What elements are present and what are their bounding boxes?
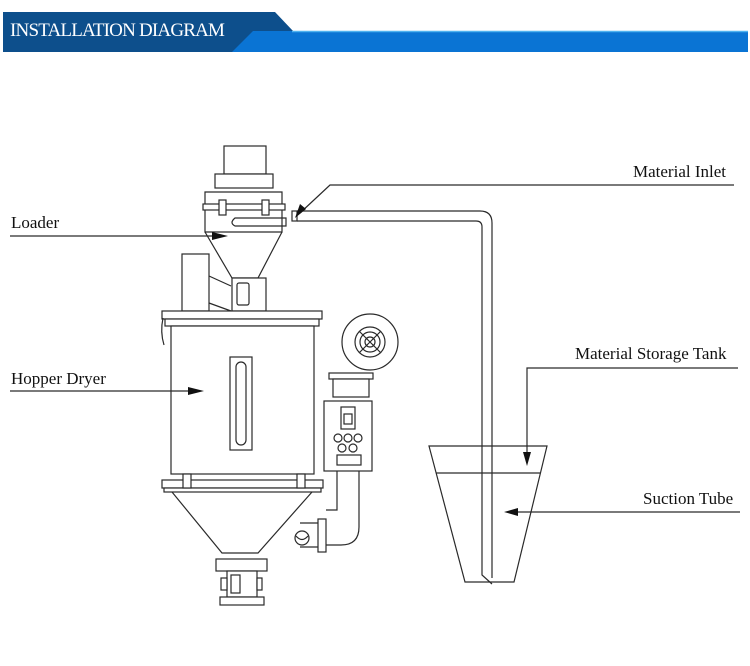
label-loader: Loader: [11, 213, 60, 232]
loader-unit: [181, 145, 287, 312]
header-title: INSTALLATION DIAGRAM: [10, 20, 225, 41]
label-material-storage-tank: Material Storage Tank: [575, 344, 727, 363]
header-bright-bar: [230, 31, 748, 52]
header-dark-band: [3, 12, 293, 52]
header-banner: [3, 12, 748, 52]
blower-and-controller: [300, 313, 399, 553]
label-material-inlet: Material Inlet: [633, 162, 726, 181]
label-hopper-dryer: Hopper Dryer: [11, 369, 106, 388]
label-suction-tube: Suction Tube: [643, 489, 734, 508]
hopper-dryer-unit: [161, 310, 324, 606]
leader-lines: [10, 184, 740, 516]
storage-tank: [428, 445, 548, 583]
